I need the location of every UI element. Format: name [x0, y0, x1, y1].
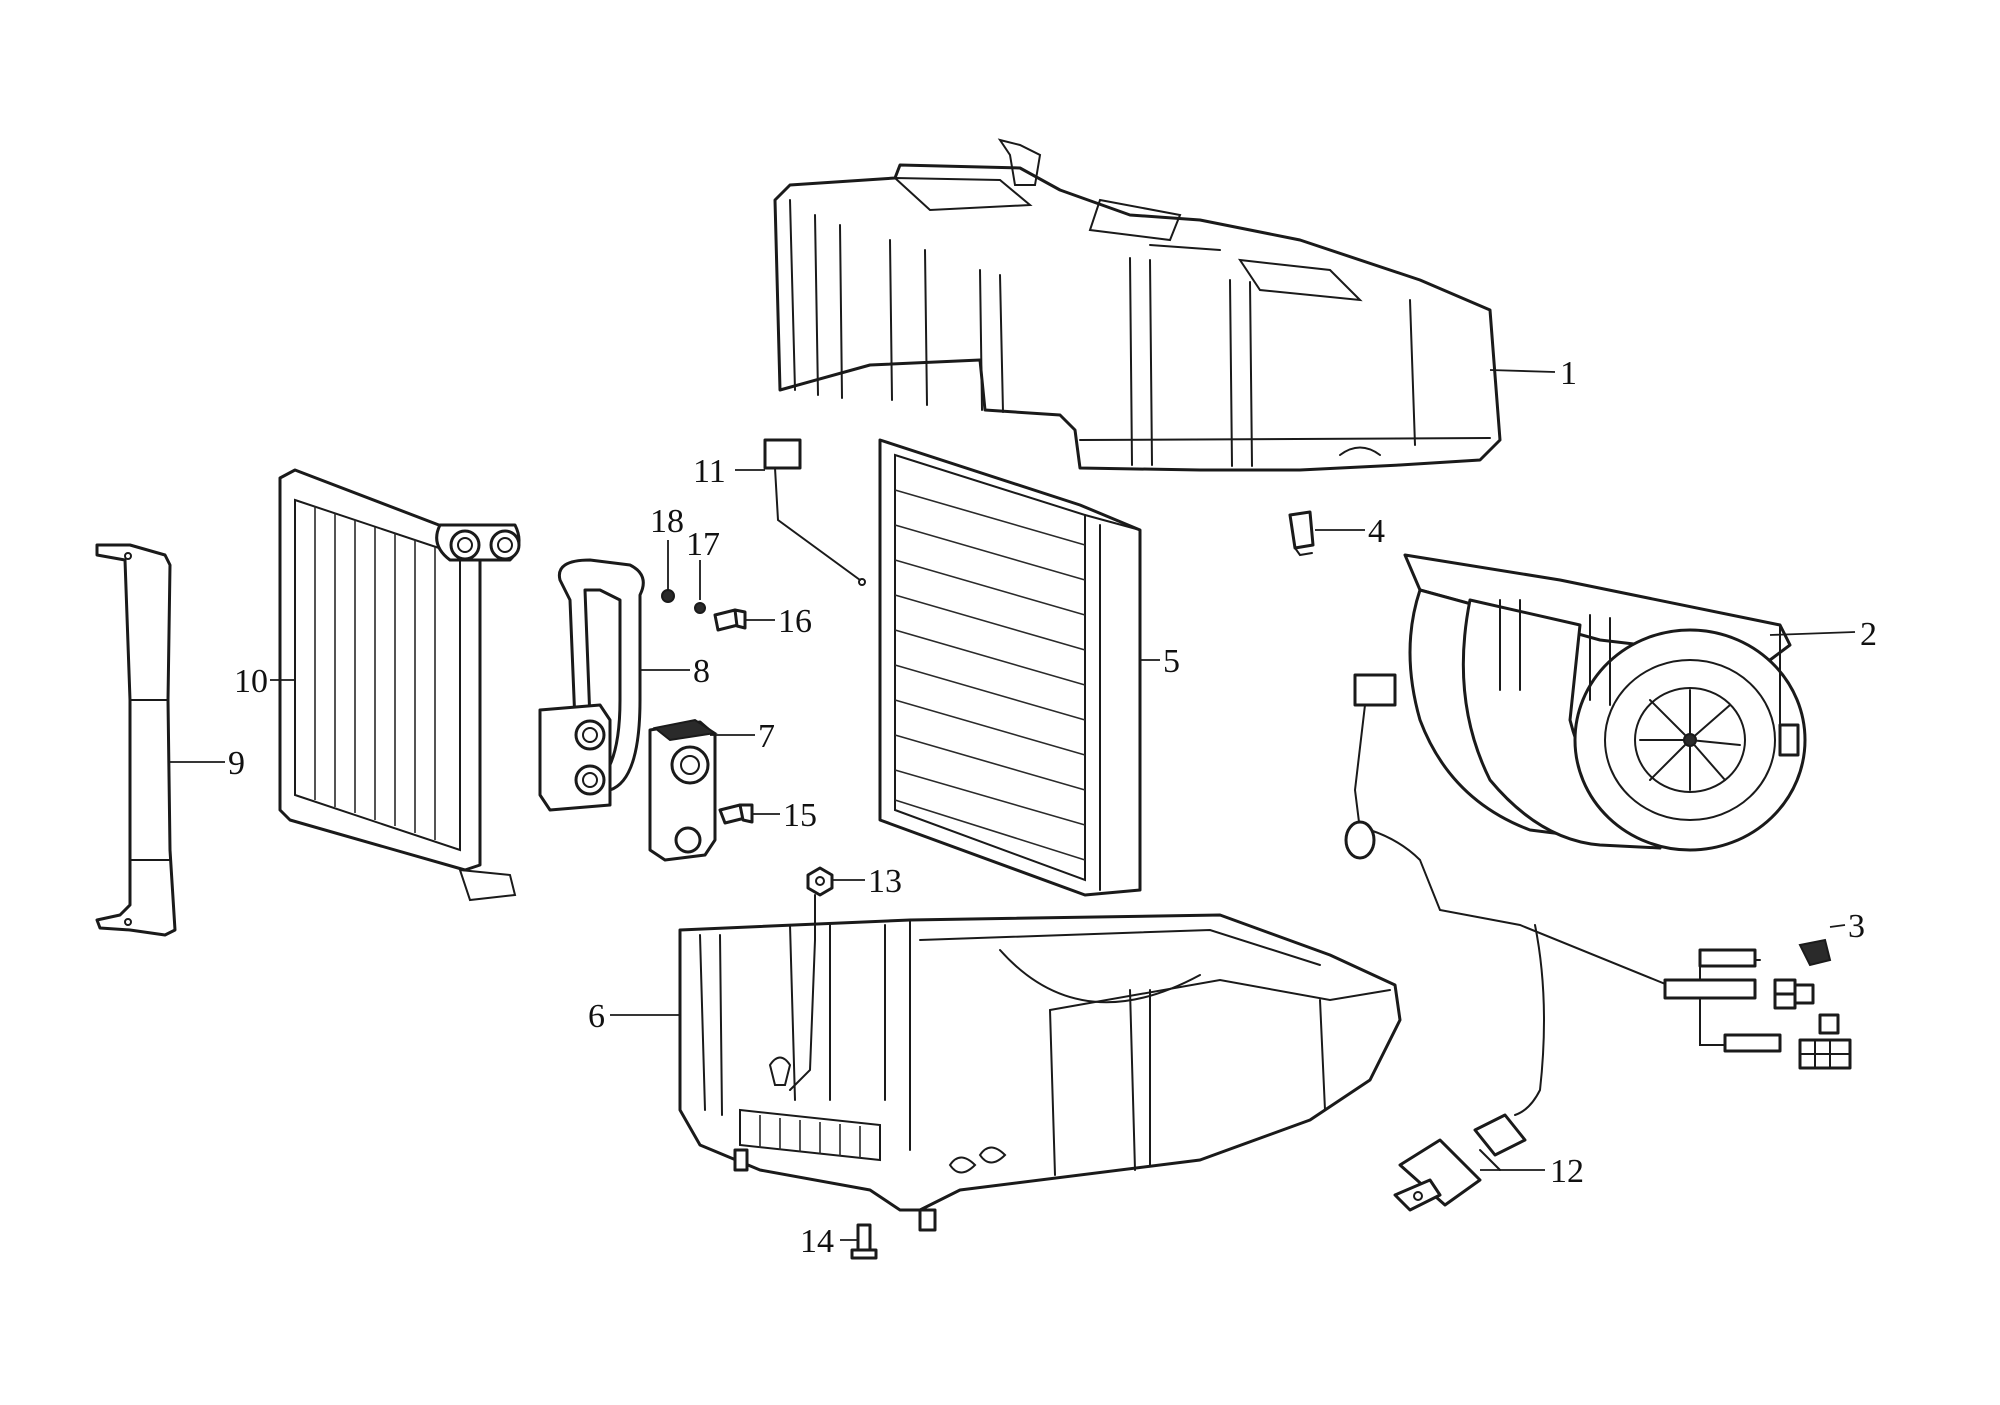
callout-18: 18	[650, 503, 684, 540]
callout-11: 11	[693, 453, 726, 490]
callout-9: 9	[228, 745, 245, 782]
evaporator-fins	[314, 506, 436, 840]
callout-17: 17	[686, 526, 720, 563]
callout-14: 14	[800, 1223, 834, 1260]
callout-7: 7	[758, 718, 775, 755]
part-12-relay	[1393, 1113, 1527, 1212]
part-4-clip	[1288, 510, 1315, 557]
callout-15: 15	[783, 797, 817, 834]
part-3-wiring-harness	[1344, 673, 1852, 1116]
part-10-evaporator-core	[278, 468, 521, 902]
part-15-bolt	[718, 803, 754, 825]
callout-16: 16	[778, 603, 812, 640]
part-1-upper-housing	[773, 138, 1502, 472]
callout-6: 6	[588, 998, 605, 1035]
part-11-temperature-sensor	[763, 438, 866, 586]
part-7-expansion-valve	[648, 718, 718, 862]
callout-4: 4	[1368, 513, 1385, 550]
part-5-filter	[878, 438, 1142, 897]
callout-labels: 1 2 3 4 5 6 7 8 9 10 11 12 13 14 15 16 1…	[228, 355, 1877, 1260]
callout-2: 2	[1860, 616, 1877, 653]
part-18-o-ring	[661, 589, 675, 603]
callout-3: 3	[1848, 908, 1865, 945]
part-2-blower-motor	[1403, 553, 1807, 852]
part-6-lower-housing	[678, 913, 1402, 1232]
part-8-evaporator-pipe	[538, 558, 645, 812]
callout-10: 10	[234, 663, 268, 700]
callout-1: 1	[1560, 355, 1577, 392]
callout-13: 13	[868, 863, 902, 900]
callout-5: 5	[1163, 643, 1180, 680]
part-17-o-ring	[694, 602, 706, 614]
leader-lines	[168, 369, 1856, 1241]
callout-12: 12	[1550, 1153, 1584, 1190]
blower-fan-spokes	[1639, 689, 1741, 791]
part-9-bracket	[95, 543, 177, 937]
part-14-screw	[850, 1223, 878, 1260]
part-16-bolt	[713, 608, 747, 632]
callout-8: 8	[693, 653, 710, 690]
part-13-nut	[789, 866, 834, 1091]
filter-pleats	[894, 489, 1086, 861]
